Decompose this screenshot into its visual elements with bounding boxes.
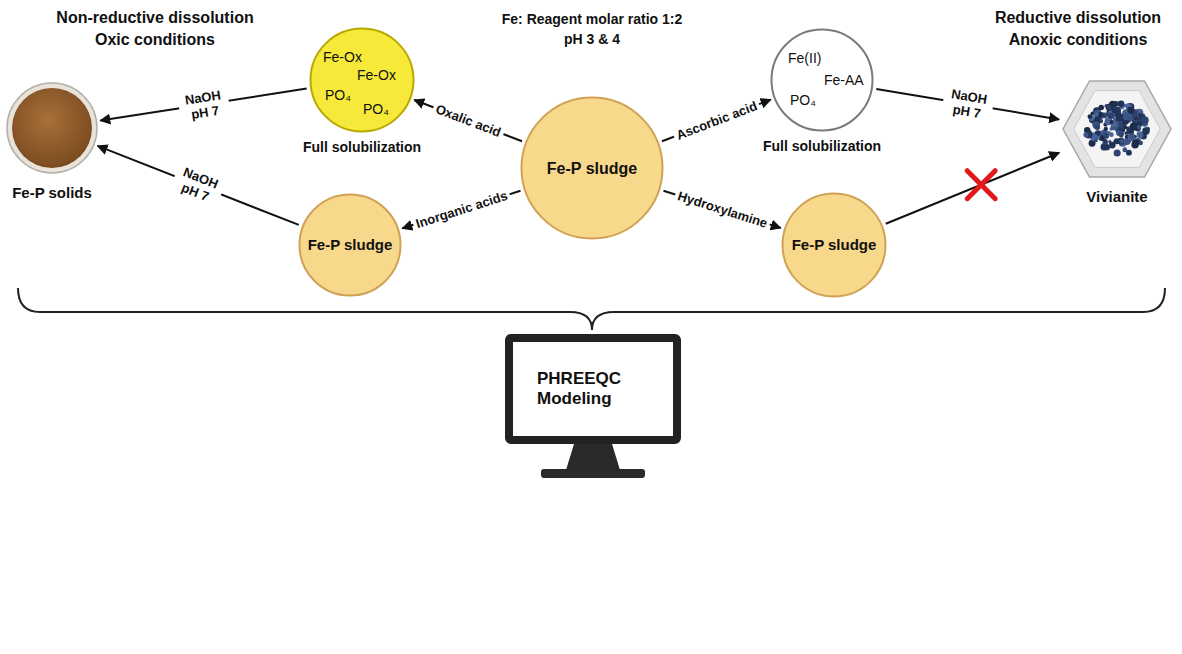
vivianite-crystal xyxy=(1123,112,1131,120)
vivianite-crystal xyxy=(1107,105,1111,109)
computer-monitor: PHREEQC Modeling xyxy=(505,334,681,444)
heading-label: Oxic conditions xyxy=(30,30,280,50)
sludge-circle: Fe-P sludge xyxy=(781,192,887,298)
vivianite-crystal xyxy=(1088,115,1094,121)
solids-dish-outline xyxy=(6,82,98,174)
edge-label: NaOH pH 7 xyxy=(940,85,994,123)
node-text: Fe-Ox xyxy=(323,49,362,66)
circle-outline xyxy=(783,194,886,297)
edge-label: Inorganic acids xyxy=(411,187,512,232)
blocked-cross xyxy=(967,171,995,199)
solids-dish: Fe-P solids xyxy=(6,82,98,174)
monitor-stand xyxy=(566,444,620,470)
solution-circle: Fe(II)Fe-AAPO₄Full solubilization xyxy=(770,28,874,132)
edge-label: NaOH pH 7 xyxy=(169,162,227,208)
vivianite-crystal xyxy=(1141,116,1149,124)
vivianite-tray-shape xyxy=(1062,80,1172,178)
vivianite-crystal xyxy=(1138,113,1143,118)
vivianite-crystal xyxy=(1104,128,1107,131)
vivianite-crystal xyxy=(1118,131,1123,136)
vivianite-crystal xyxy=(1088,114,1093,119)
heading-label: Fe: Reagent molar ratio 1:2 xyxy=(482,10,702,28)
node-text: Fe-Ox xyxy=(357,67,396,84)
edge-label: Oxalic acid xyxy=(430,100,505,141)
vivianite-crystal xyxy=(1123,148,1127,152)
vivianite-crystal xyxy=(1137,125,1141,129)
tray-inner xyxy=(1074,91,1160,168)
vivianite-crystal xyxy=(1130,122,1138,130)
vivianite-crystal xyxy=(1104,126,1108,130)
node-text: Fe-P sludge xyxy=(792,236,877,254)
circle-outline xyxy=(300,195,401,296)
sludge-circle: Fe-P sludge xyxy=(298,193,402,297)
vivianite-crystal xyxy=(1083,132,1088,137)
heading-label: pH 3 & 4 xyxy=(482,30,702,48)
vivianite-crystal xyxy=(1114,150,1121,157)
arrow-connector xyxy=(886,153,1059,224)
circle-outline xyxy=(311,29,414,132)
blocked-cross xyxy=(967,171,995,199)
solution-circle: Fe-OxFe-OxPO₄PO₄Full solubilization xyxy=(309,27,415,133)
dish-rim xyxy=(7,83,97,173)
vivianite-crystal xyxy=(1095,124,1100,129)
arrow-connector xyxy=(414,100,522,141)
vivianite-crystal xyxy=(1142,127,1150,135)
node-text: PO₄ xyxy=(790,92,816,109)
vivianite-crystal xyxy=(1109,142,1116,149)
sludge-circle: Fe-P sludge xyxy=(520,96,664,240)
vivianite-crystal xyxy=(1113,101,1119,107)
vivianite-crystal xyxy=(1101,143,1108,150)
vivianite-crystal xyxy=(1124,139,1130,145)
node-text: PO₄ xyxy=(363,101,389,118)
vivianite-crystal xyxy=(1123,125,1127,129)
node-caption: Full solubilization xyxy=(303,139,421,156)
vivianite-tray: Vivianite xyxy=(1062,80,1172,178)
vivianite-crystal xyxy=(1110,120,1114,124)
vivianite-crystal xyxy=(1129,133,1135,139)
node-text: Fe-P sludge xyxy=(547,159,637,178)
node-text: Fe-AA xyxy=(824,72,864,89)
node-caption: Full solubilization xyxy=(763,138,881,155)
edge-label: NaOH pH 7 xyxy=(176,86,230,123)
node-caption: Vivianite xyxy=(1086,188,1147,206)
node-text: PHREEQC Modeling xyxy=(537,369,649,409)
vivianite-crystal xyxy=(1133,139,1140,146)
vivianite-crystal xyxy=(1118,101,1123,106)
node-text: Fe-P sludge xyxy=(308,236,393,254)
edge-label: Hydroxylamine xyxy=(673,187,772,231)
vivianite-crystal xyxy=(1109,132,1114,137)
dish-solids xyxy=(12,88,92,168)
vivianite-tray-outline xyxy=(1062,80,1172,178)
vivianite-crystal xyxy=(1119,138,1124,143)
circle-outline xyxy=(772,30,873,131)
curly-bracket xyxy=(18,288,1165,330)
heading-label: Anoxic conditions xyxy=(980,30,1176,50)
vivianite-crystal xyxy=(1139,141,1143,145)
vivianite-crystal xyxy=(1094,139,1097,142)
vivianite-crystal xyxy=(1095,112,1099,116)
vivianite-crystal xyxy=(1123,147,1127,151)
vivianite-crystal xyxy=(1100,136,1105,141)
arrow-connector xyxy=(98,146,299,225)
edge-label: Ascorbic acid xyxy=(671,97,762,144)
monitor-base xyxy=(541,469,645,478)
node-text: PO₄ xyxy=(325,87,351,104)
solids-dish-shape xyxy=(6,82,98,174)
heading-label: Reductive dissolution xyxy=(980,8,1176,28)
vivianite-crystal xyxy=(1115,112,1121,118)
node-caption: Fe-P solids xyxy=(12,184,92,202)
circle-outline xyxy=(522,98,663,239)
heading-label: Non-reductive dissolution xyxy=(30,8,280,28)
node-text: Fe(II) xyxy=(788,50,821,67)
tray-outer xyxy=(1063,81,1171,177)
